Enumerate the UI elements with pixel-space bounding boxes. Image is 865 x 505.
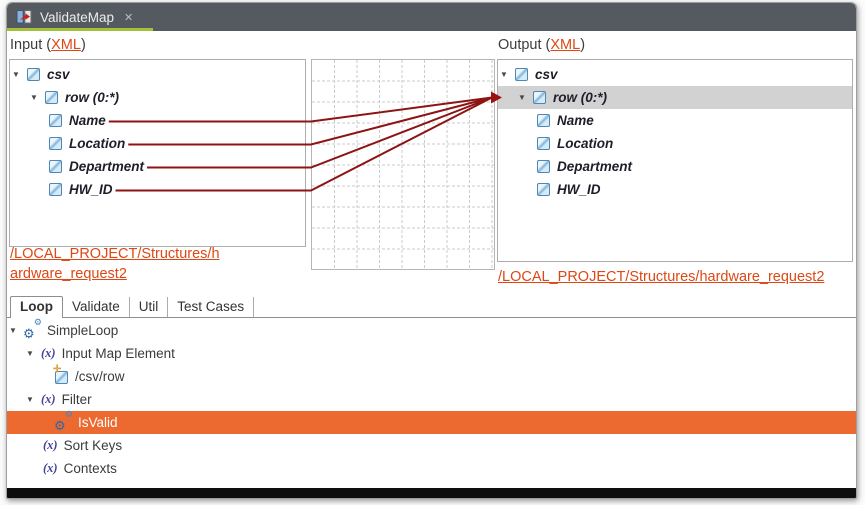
output-xml-link[interactable]: XML bbox=[550, 37, 581, 53]
input-tree-label: Location bbox=[69, 136, 126, 151]
output-tree-item-name[interactable]: Name bbox=[498, 109, 852, 132]
tab-validate[interactable]: Validate bbox=[63, 297, 130, 317]
mapping-grid bbox=[311, 59, 495, 270]
input-panel-label: Input (XML) bbox=[10, 37, 86, 53]
expander-icon[interactable]: ▼ bbox=[12, 70, 20, 79]
output-tree-label: csv bbox=[535, 67, 558, 82]
xml-element-icon bbox=[49, 114, 62, 127]
expander-icon[interactable]: ▼ bbox=[518, 93, 526, 102]
output-tree-item-hw-id[interactable]: HW_ID bbox=[498, 178, 852, 201]
editor-tab-validatemap[interactable]: ValidateMap ✕ bbox=[7, 3, 167, 31]
xml-element-icon bbox=[45, 91, 58, 104]
expression-icon: (x) bbox=[43, 461, 58, 475]
output-tree-label: row (0:*) bbox=[553, 90, 607, 105]
input-tree-label: Name bbox=[69, 113, 106, 128]
loop-tree-item-input-map-element[interactable]: ▼ (x) Input Map Element bbox=[7, 342, 856, 365]
output-tree-item-location[interactable]: Location bbox=[498, 132, 852, 155]
input-tree-label: csv bbox=[47, 67, 70, 82]
expression-icon: (x) bbox=[41, 392, 56, 406]
tab-test-cases[interactable]: Test Cases bbox=[168, 297, 255, 317]
window-bottom-edge bbox=[7, 488, 856, 498]
xml-element-icon bbox=[537, 114, 550, 127]
expander-icon[interactable]: ▼ bbox=[26, 395, 34, 404]
output-panel-label: Output (XML) bbox=[498, 37, 585, 53]
input-structure-link[interactable]: /LOCAL_PROJECT/Structures/hardware_reque… bbox=[10, 246, 220, 282]
output-label-close-paren: ) bbox=[580, 37, 586, 53]
loop-tree-label: Contexts bbox=[63, 461, 117, 476]
output-tree-item-csv[interactable]: ▼ csv bbox=[498, 63, 852, 86]
gears-icon: ⚙⚙ bbox=[23, 317, 42, 341]
editor-tab-title: ValidateMap bbox=[40, 9, 115, 25]
output-label-text: Output ( bbox=[498, 37, 551, 53]
loop-tree-item-sort-keys[interactable]: (x) Sort Keys bbox=[7, 434, 856, 457]
gears-icon: ⚙⚙ bbox=[54, 409, 73, 433]
loop-tree-label: Input Map Element bbox=[61, 346, 175, 361]
mapping-grid-lines bbox=[312, 60, 494, 269]
loop-rule-tree: ▼ ⚙⚙ SimpleLoop ▼ (x) Input Map Element ✛ /csv/… bbox=[7, 317, 856, 480]
expression-icon: (x) bbox=[43, 438, 58, 452]
expression-icon: (x) bbox=[41, 346, 56, 360]
editor-tabbar: ValidateMap ✕ bbox=[7, 3, 856, 31]
expander-icon[interactable]: ▼ bbox=[26, 349, 34, 358]
tab-util[interactable]: Util bbox=[130, 297, 169, 317]
output-tree-label: Name bbox=[557, 113, 594, 128]
input-tree-label: row (0:*) bbox=[65, 90, 119, 105]
input-label-text: Input ( bbox=[10, 37, 52, 53]
output-tree-label: HW_ID bbox=[557, 182, 601, 197]
input-tree-label: HW_ID bbox=[69, 182, 113, 197]
expander-icon[interactable]: ▼ bbox=[30, 93, 38, 102]
loop-tree-label: /csv/row bbox=[75, 369, 125, 384]
map-file-icon bbox=[15, 9, 33, 25]
output-tree-label: Location bbox=[557, 136, 614, 151]
loop-tree-label: Filter bbox=[61, 392, 92, 407]
loop-tree-item-contexts[interactable]: (x) Contexts bbox=[7, 457, 856, 480]
active-tab-underline bbox=[7, 28, 153, 31]
loop-tree-item-csv-row[interactable]: ✛ /csv/row bbox=[7, 364, 856, 388]
input-label-close-paren: ) bbox=[80, 37, 86, 53]
output-tree-label: Department bbox=[557, 159, 633, 174]
expander-icon[interactable]: ▼ bbox=[500, 70, 508, 79]
xml-element-icon bbox=[537, 160, 550, 173]
xml-element-icon bbox=[49, 183, 62, 196]
output-tree-item-department[interactable]: Department bbox=[498, 155, 852, 178]
close-icon[interactable]: ✕ bbox=[124, 11, 134, 24]
input-xml-link[interactable]: XML bbox=[51, 37, 81, 53]
input-tree-item-department[interactable]: Department bbox=[10, 155, 305, 178]
mapper-content: Input (XML) Output (XML) ▼csv▼row (0:*)N… bbox=[7, 31, 856, 490]
xml-element-icon bbox=[27, 68, 40, 81]
xml-element-icon bbox=[49, 160, 62, 173]
input-tree-item-csv[interactable]: ▼ csv bbox=[10, 63, 305, 86]
app-window: ValidateMap ✕ Input (XML) Output (XML) ▼… bbox=[6, 2, 857, 499]
xpath-element-icon: ✛ bbox=[53, 364, 68, 384]
xml-element-icon bbox=[49, 137, 62, 150]
loop-tree-label: Sort Keys bbox=[63, 438, 123, 453]
xml-element-icon bbox=[515, 68, 528, 81]
input-tree-item-name[interactable]: Name bbox=[10, 109, 305, 132]
input-tree-item-hw-id[interactable]: HW_ID bbox=[10, 178, 305, 201]
loop-tree-item-isvalid[interactable]: ⚙⚙ IsValid bbox=[7, 409, 856, 434]
tab-loop[interactable]: Loop bbox=[10, 296, 63, 318]
input-tree-label: Department bbox=[69, 159, 145, 174]
input-tree-item-location[interactable]: Location bbox=[10, 132, 305, 155]
loop-tree-label: IsValid bbox=[78, 415, 118, 430]
loop-tree-item-simpleloop[interactable]: ▼ ⚙⚙ SimpleLoop bbox=[7, 317, 856, 342]
loop-tree-label: SimpleLoop bbox=[47, 323, 119, 338]
xml-element-icon bbox=[537, 137, 550, 150]
loop-tree-item-filter[interactable]: ▼ (x) Filter bbox=[7, 388, 856, 411]
input-tree-item-row-0[interactable]: ▼ row (0:*) bbox=[10, 86, 305, 109]
xml-element-icon bbox=[533, 91, 546, 104]
expander-icon[interactable]: ▼ bbox=[9, 326, 17, 335]
output-tree-item-row-0[interactable]: ▼ row (0:*) bbox=[498, 86, 852, 109]
xml-element-icon bbox=[537, 183, 550, 196]
output-structure-link[interactable]: /LOCAL_PROJECT/Structures/hardware_reque… bbox=[498, 269, 825, 285]
